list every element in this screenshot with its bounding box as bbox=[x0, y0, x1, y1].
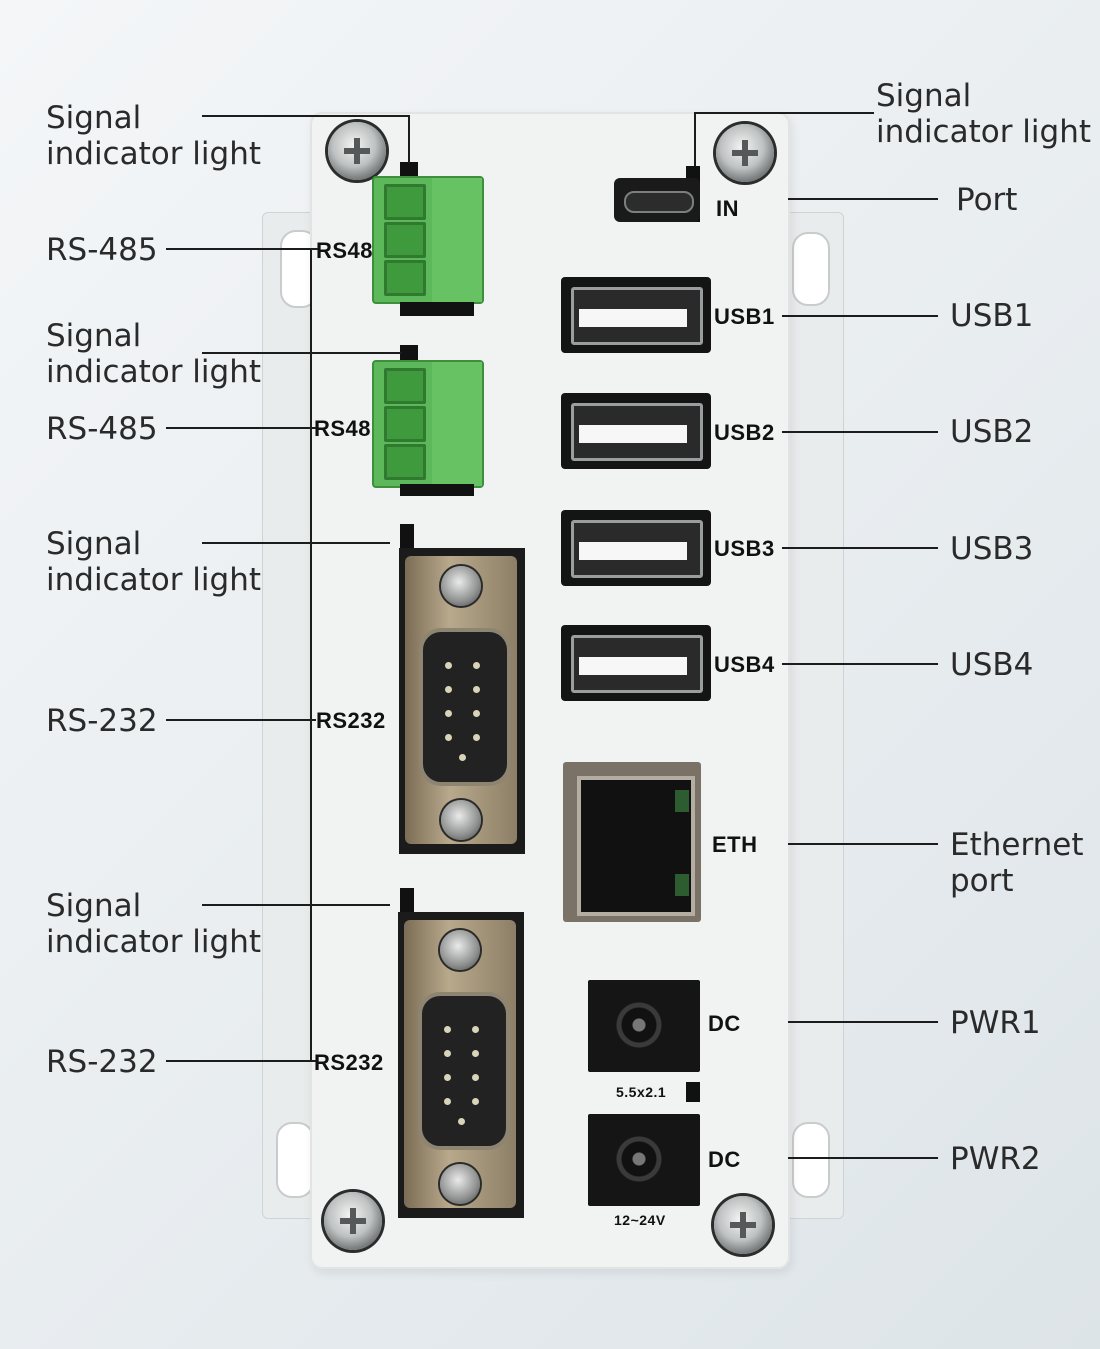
usb4-panel-label: USB4 bbox=[714, 652, 775, 677]
dc2-panel-label: DC bbox=[708, 1147, 741, 1172]
eth-panel-label: ETH bbox=[712, 832, 758, 857]
dc-jack-1[interactable] bbox=[588, 980, 700, 1072]
usb3-panel-label: USB3 bbox=[714, 536, 775, 561]
callout-pwr1: PWR1 bbox=[950, 1005, 1041, 1041]
bracket-slot-bottom-left bbox=[276, 1122, 314, 1198]
leader-rs485-2 bbox=[166, 427, 316, 429]
usb4-port[interactable] bbox=[561, 625, 711, 701]
voltage-label: 12~24V bbox=[614, 1212, 666, 1228]
callout-signal-indicator-4: Signal indicator light bbox=[46, 888, 262, 960]
screw-bottom-left bbox=[324, 1192, 382, 1250]
callout-signal-indicator-top: Signal indicator light bbox=[876, 78, 1092, 150]
ethernet-port[interactable] bbox=[563, 762, 701, 922]
leader-signal-top-drop bbox=[694, 112, 696, 166]
callout-signal-indicator-3: Signal indicator light bbox=[46, 526, 262, 598]
callout-rs485-2: RS-485 bbox=[46, 411, 158, 447]
callout-usb4: USB4 bbox=[950, 647, 1034, 683]
bracket-slot-bottom-right bbox=[792, 1122, 830, 1198]
callout-signal-indicator-2: Signal indicator light bbox=[46, 318, 262, 390]
signal-led-rs485-2 bbox=[400, 345, 418, 361]
usb1-port[interactable] bbox=[561, 277, 711, 353]
leader-signal-3 bbox=[202, 542, 390, 544]
rs485-panel-label-1: RS48 bbox=[316, 238, 374, 263]
usb3-port[interactable] bbox=[561, 510, 711, 586]
leader-usb1 bbox=[782, 315, 938, 317]
leader-rs232-2 bbox=[166, 1060, 316, 1062]
leader-signal-4 bbox=[202, 904, 390, 906]
leader-usb4 bbox=[782, 663, 938, 665]
callout-rs232-2: RS-232 bbox=[46, 1044, 158, 1080]
usb2-port[interactable] bbox=[561, 393, 711, 469]
leader-left-vertical bbox=[310, 250, 312, 1060]
rs232-connector-2[interactable] bbox=[398, 912, 524, 1218]
screw-bottom-right bbox=[714, 1196, 772, 1254]
bracket-slot-top-right bbox=[792, 232, 830, 306]
rs485-terminal-1-base bbox=[400, 302, 474, 316]
rs485-terminal-1[interactable] bbox=[372, 176, 484, 304]
signal-led-rs485-1 bbox=[400, 162, 418, 178]
usb1-panel-label: USB1 bbox=[714, 304, 775, 329]
dc-size-label: 5.5x2.1 bbox=[616, 1084, 667, 1100]
callout-ethernet-port: Ethernet port bbox=[950, 827, 1084, 899]
in-panel-label: IN bbox=[716, 196, 739, 221]
rs485-terminal-2[interactable] bbox=[372, 360, 484, 488]
leader-usb2 bbox=[782, 431, 938, 433]
usb2-panel-label: USB2 bbox=[714, 420, 775, 445]
leader-pwr2 bbox=[788, 1157, 938, 1159]
leader-signal-1-drop bbox=[408, 115, 410, 163]
rs232-connector-1[interactable] bbox=[399, 548, 525, 854]
rs485-panel-label-2: RS48 bbox=[314, 416, 372, 441]
leader-signal-1 bbox=[202, 115, 410, 117]
callout-usb3: USB3 bbox=[950, 531, 1034, 567]
callout-port: Port bbox=[956, 182, 1018, 218]
screw-top-left bbox=[328, 122, 386, 180]
usb-c-port[interactable] bbox=[614, 178, 700, 222]
leader-pwr1 bbox=[788, 1021, 938, 1023]
rs232-panel-label-1: RS232 bbox=[316, 708, 386, 733]
dc-indicator bbox=[686, 1082, 700, 1102]
callout-usb2: USB2 bbox=[950, 414, 1034, 450]
callout-signal-indicator-1: Signal indicator light bbox=[46, 100, 262, 172]
screw-top-right bbox=[716, 124, 774, 182]
callout-usb1: USB1 bbox=[950, 298, 1034, 334]
callout-rs485-1: RS-485 bbox=[46, 232, 158, 268]
leader-ethernet bbox=[788, 843, 938, 845]
callout-pwr2: PWR2 bbox=[950, 1141, 1041, 1177]
dc1-panel-label: DC bbox=[708, 1011, 741, 1036]
rs232-panel-label-2: RS232 bbox=[314, 1050, 384, 1075]
leader-rs485-1 bbox=[166, 248, 318, 250]
leader-port bbox=[788, 198, 938, 200]
callout-rs232-1: RS-232 bbox=[46, 703, 158, 739]
dc-jack-2[interactable] bbox=[588, 1114, 700, 1206]
rs485-terminal-2-base bbox=[400, 484, 474, 496]
leader-signal-top bbox=[694, 112, 874, 114]
leader-usb3 bbox=[782, 547, 938, 549]
leader-signal-2 bbox=[202, 352, 402, 354]
leader-rs232-1 bbox=[166, 719, 316, 721]
